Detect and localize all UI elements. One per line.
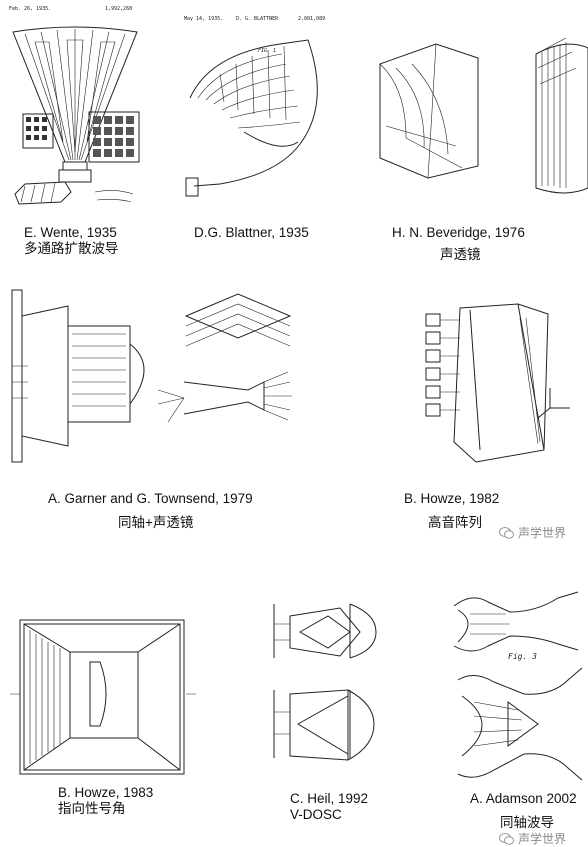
howze1983-caption-line1: B. Howze, 1983 — [58, 785, 154, 800]
wechat-icon — [499, 832, 514, 845]
heil-caption-line2: V-DOSC — [290, 807, 342, 822]
wente-patent-number: 1,992,268 — [105, 6, 133, 12]
beveridge-caption-line1: H. N. Beveridge, 1976 — [392, 225, 525, 240]
watermark-mid: 声学世界 — [499, 524, 566, 541]
blattner-patent-header: May 14, 1935. — [184, 16, 224, 22]
blattner-patent-drawing: May 14, 1935. D. G. BLATTNER 2,001,089 F… — [180, 14, 330, 214]
wente-caption-line2: 多通路扩散波导 — [24, 241, 119, 256]
adamson-caption-line1: A. Adamson 2002 — [470, 791, 577, 806]
wente-patent-header: Feb. 26, 1935. — [9, 6, 52, 12]
wente-caption-line1: E. Wente, 1935 — [24, 225, 117, 240]
adamson-caption-line2: 同轴波导 — [500, 815, 554, 830]
watermark-mid-text: 声学世界 — [518, 526, 567, 540]
watermark-bottom-text: 声学世界 — [518, 832, 567, 846]
blattner-patent-number: 2,001,089 — [298, 16, 326, 22]
beveridge-patent-drawing — [366, 28, 588, 218]
watermark-bottom: 声学世界 — [499, 830, 566, 847]
garner-patent-drawing — [8, 286, 308, 468]
garner-caption-line2: 同轴+声透镜 — [118, 515, 194, 530]
howze1982-caption-line1: B. Howze, 1982 — [404, 491, 500, 506]
blattner-caption-line1: D.G. Blattner, 1935 — [194, 225, 309, 240]
wechat-icon — [499, 526, 514, 539]
howze1983-caption-line2: 指向性号角 — [58, 801, 126, 816]
garner-caption-line1: A. Garner and G. Townsend, 1979 — [48, 491, 253, 506]
adamson-patent-drawing: Fig. 3 — [448, 584, 588, 784]
blattner-fig-label: FIG. 1 — [258, 48, 277, 54]
adamson-fig-label: Fig. 3 — [508, 652, 537, 661]
wente-patent-drawing: Feb. 26, 1935. 1,992,268 — [5, 2, 145, 214]
heil-caption-line1: C. Heil, 1992 — [290, 791, 369, 806]
howze1983-patent-drawing — [8, 612, 198, 782]
blattner-inventor: D. G. BLATTNER — [236, 16, 279, 22]
howze1982-patent-drawing — [400, 284, 588, 474]
beveridge-caption-line2: 声透镜 — [440, 247, 481, 262]
howze1982-caption-line2: 高音阵列 — [428, 515, 482, 530]
heil-patent-drawing — [268, 594, 384, 788]
